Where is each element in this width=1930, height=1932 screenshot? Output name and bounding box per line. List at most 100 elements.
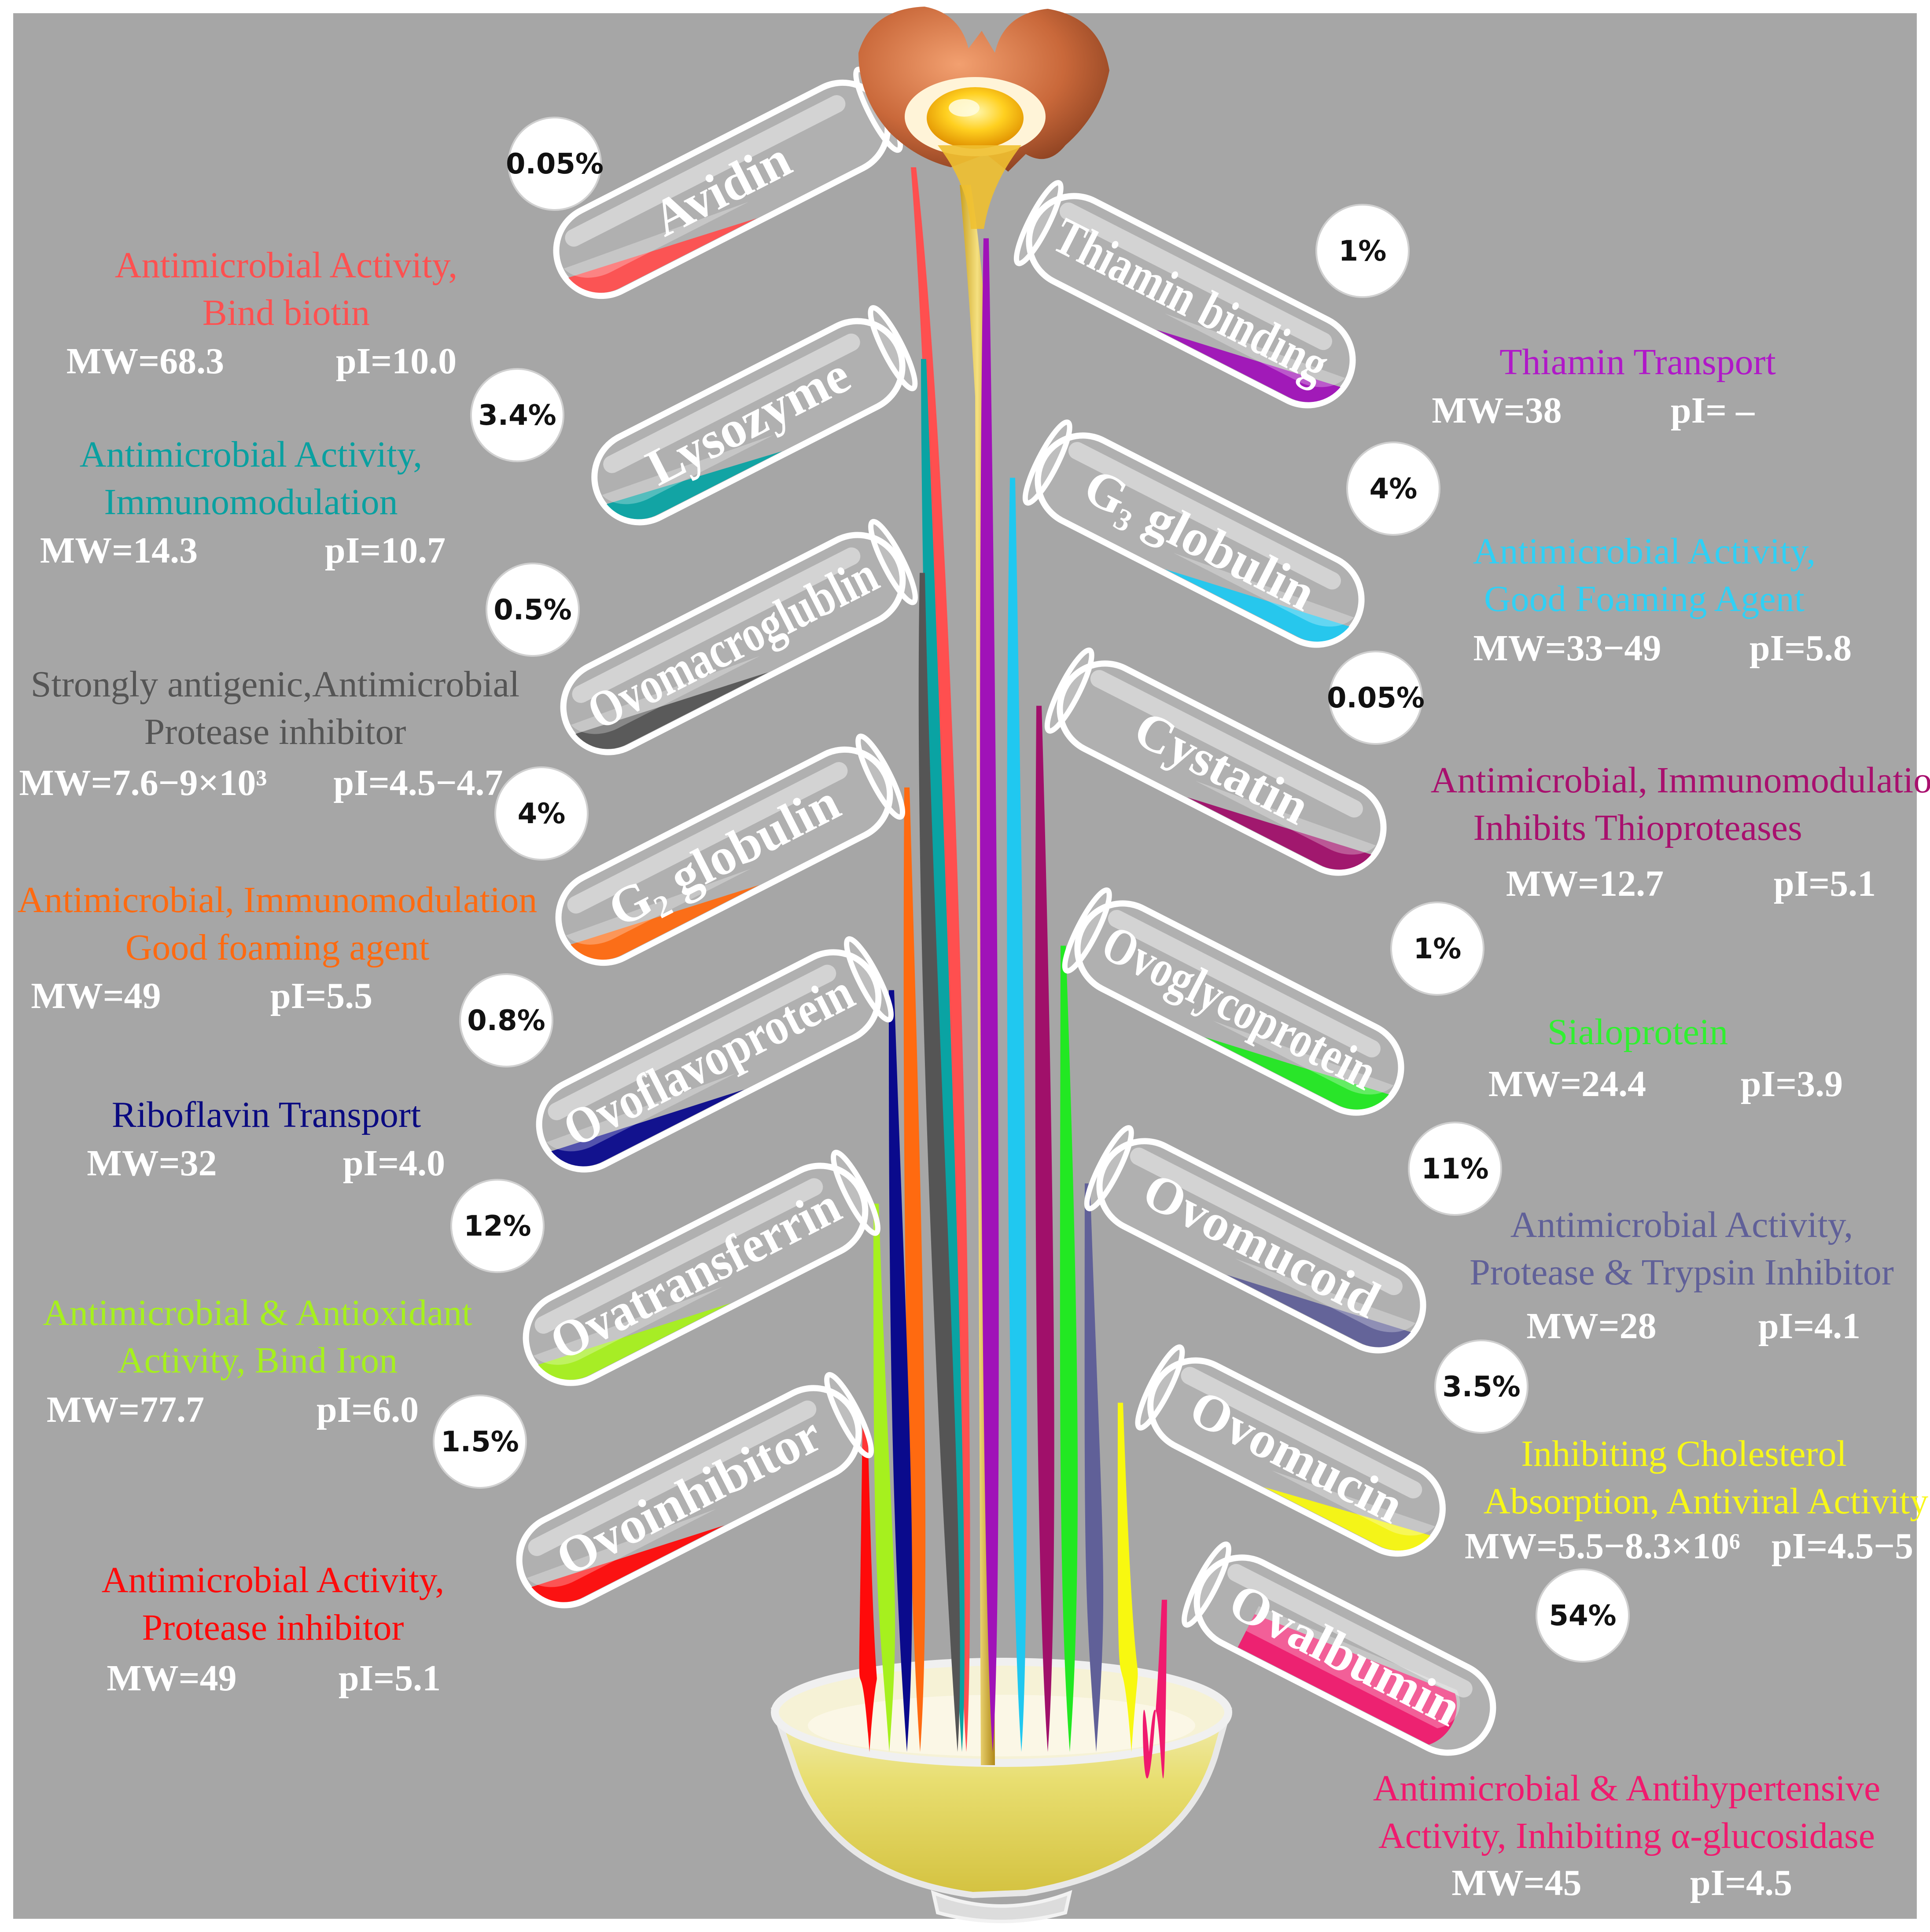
percent-badge-thiamin-binding: 1% [1315, 204, 1410, 298]
cystatin-activity-line-1: Antimicrobial, Immunomodulation [1431, 760, 1930, 801]
tube-highlight-ovoinhibitor [528, 1400, 817, 1556]
tube-glass-lysozyme [591, 318, 906, 526]
tube-highlight-ovatransferrin [534, 1178, 823, 1334]
tube-liquid-shine-lysozyme [602, 434, 774, 504]
tube-lysozyme: Lysozyme [591, 305, 918, 526]
ovoglycoprotein-pi: pI=3.9 [1741, 1064, 1843, 1104]
tube-mouth-ovatransferrin [831, 1149, 881, 1236]
tube-highlight-ovalbumin [1227, 1564, 1473, 1698]
percent-badge-lysozyme: 3.4% [470, 368, 564, 462]
ovatransferrin-activity-line-1: Antimicrobial & Antioxidant [43, 1292, 472, 1333]
tube-ovomucin: Ovomucin [1135, 1344, 1446, 1557]
ovomacroglublin-pi: pI=4.5−4.7 [333, 762, 503, 803]
avidin-activity-line-1: Antimicrobial Activity, [115, 245, 457, 286]
percent-badge-ovomacroglublin: 0.5% [486, 563, 580, 657]
cystatin-activity-line-2: Inhibits Thioproteases [1473, 807, 1802, 848]
percent-badge-circle-ovoflavoprotein [459, 973, 553, 1067]
tube-liquid-lysozyme [606, 451, 782, 519]
ovomucoid-activity-line-2: Protease & Trypsin Inhibitor [1470, 1252, 1894, 1293]
percent-badge-circle-ovalbumin [1536, 1568, 1630, 1663]
tube-liquid-ovoinhibitor [531, 1525, 725, 1602]
stream-g-globulin [1007, 478, 1027, 1752]
tube-highlight-ovomucoid [1130, 1148, 1403, 1295]
stream-ovomucin [1117, 1402, 1138, 1752]
tube-mouth-ovomacroglublin [868, 519, 918, 605]
tube-glass-ovoglycoprotein [1074, 900, 1404, 1116]
ovomucoid-pi: pI=4.1 [1758, 1306, 1860, 1347]
tube-liquid-shine-ovomacroglublin [571, 656, 760, 734]
ovomucin-mw: MW=5.5−8.3×10⁶ [1465, 1526, 1740, 1567]
stream-ovoinhibitor [859, 1426, 877, 1752]
tube-liquid-shine-ovoflavoprotein [546, 1073, 736, 1152]
tube-liquid-ovomucin [1263, 1487, 1431, 1551]
ovalbumin-mw: MW=45 [1451, 1862, 1581, 1903]
percent-badge-circle-avidin [508, 117, 602, 211]
tube-glass-ovatransferrin [523, 1163, 869, 1386]
percent-badge-g-globulin: 4% [494, 766, 589, 861]
ovatransferrin-pi: pI=6.0 [317, 1389, 419, 1430]
lysozyme-activity-line-2: Immunomodulation [104, 482, 398, 523]
tube-liquid-ovalbumin [1238, 1614, 1457, 1745]
tube-liquid-g-globulin [571, 885, 759, 960]
percent-badge-ovatransferrin: 12% [450, 1179, 545, 1273]
ovoflavoprotein-mw: MW=32 [87, 1143, 217, 1184]
tube-glass-ovomucoid [1096, 1138, 1426, 1354]
stream-ovomacroglublin [918, 573, 960, 1752]
percent-value-ovoglycoprotein: 1% [1414, 933, 1462, 965]
lysozyme-mw: MW=14.3 [40, 530, 198, 571]
ovoinhibitor-activity-line-1: Antimicrobial Activity, [102, 1560, 444, 1601]
g2-globulin-mw: MW=49 [31, 975, 161, 1016]
tube-highlight-ovoglycoprotein [1108, 910, 1381, 1058]
cracked-egg [858, 7, 1109, 229]
tube-avidin: Avidin [553, 66, 903, 299]
g3-globulin-mw: MW=33−49 [1473, 628, 1661, 669]
tube-mouth-lysozyme [868, 305, 918, 391]
tube-liquid-ovoflavoprotein [551, 1089, 744, 1167]
lysozyme-pi: pI=10.7 [325, 530, 446, 571]
labels: Antimicrobial Activity, Bind biotin MW=6… [18, 245, 1930, 1903]
percent-badge-cystatin: 0.05% [1327, 651, 1425, 745]
tube-mouth-ovoinhibitor [824, 1372, 874, 1458]
avidin-activity-line-2: Bind biotin [203, 292, 370, 333]
percent-value-cystatin: 0.05% [1327, 682, 1425, 714]
tube-liquid-avidin [568, 218, 757, 293]
percent-badge-circle-ovomucoid [1408, 1122, 1502, 1216]
percent-badge-circle-cystatin [1329, 651, 1423, 745]
ovalbumin-activity-line-2: Activity, Inhibiting α-glucosidase [1378, 1815, 1875, 1856]
percent-value-ovoinhibitor: 1.5% [441, 1426, 519, 1458]
percent-badge-circle-thiamin-binding [1315, 204, 1410, 298]
stream-ovatransferrin [873, 1203, 895, 1752]
tube-mouth-ovomucin [1135, 1344, 1185, 1431]
percent-badge-ovoinhibitor: 1.5% [433, 1395, 527, 1489]
percent-badge-ovoflavoprotein: 0.8% [459, 973, 553, 1067]
tube-liquid-shine-ovomucoid [1235, 1258, 1416, 1332]
g2-globulin-activity-line-1: Antimicrobial, Immunomodulation [18, 880, 538, 920]
tube-liquid-shine-ovoinhibitor [527, 1509, 716, 1587]
g2-globulin-pi: pI=5.5 [270, 975, 372, 1016]
ovomucin-pi: pI=4.5−5 [1772, 1526, 1913, 1567]
tube-mouth-g-globulin [1022, 419, 1072, 506]
tube-liquid-shine-g-globulin [566, 868, 751, 945]
tube-highlight-lysozyme [603, 333, 860, 473]
tube-mouth-ovoglycoprotein [1062, 887, 1112, 974]
ovomucoid-activity-line-1: Antimicrobial Activity, [1510, 1204, 1853, 1245]
percent-badge-g-globulin: 4% [1346, 442, 1440, 536]
percent-value-ovomucoid: 11% [1421, 1153, 1488, 1185]
tube-glass-ovoflavoprotein [536, 949, 882, 1173]
percent-value-g-globulin: 4% [518, 798, 566, 830]
tube-liquid-g-globulin [1165, 569, 1349, 642]
tube-mouth-ovoflavoprotein [844, 936, 894, 1023]
percent-badge-circle-ovoinhibitor [433, 1395, 527, 1489]
g3-globulin-activity-line-1: Antimicrobial Activity, [1473, 531, 1816, 572]
ovomucin-activity-line-1: Inhibiting Cholesterol [1521, 1433, 1847, 1474]
percent-value-ovomucin: 3.5% [1442, 1371, 1521, 1403]
ovomacroglublin-mw: MW=7.6−9×10³ [19, 762, 267, 803]
percent-badge-circle-ovoglycoprotein [1390, 902, 1484, 996]
ovomacroglublin-activity-line-2: Protease inhibitor [144, 711, 406, 752]
ovoinhibitor-activity-line-2: Protease inhibitor [142, 1607, 404, 1648]
percent-badge-circle-ovomacroglublin [486, 563, 580, 657]
tube-highlight-ovomacroglublin [572, 547, 861, 703]
cystatin-mw: MW=12.7 [1506, 863, 1664, 904]
tube-ovalbumin: Ovalbumin [1181, 1541, 1496, 1756]
